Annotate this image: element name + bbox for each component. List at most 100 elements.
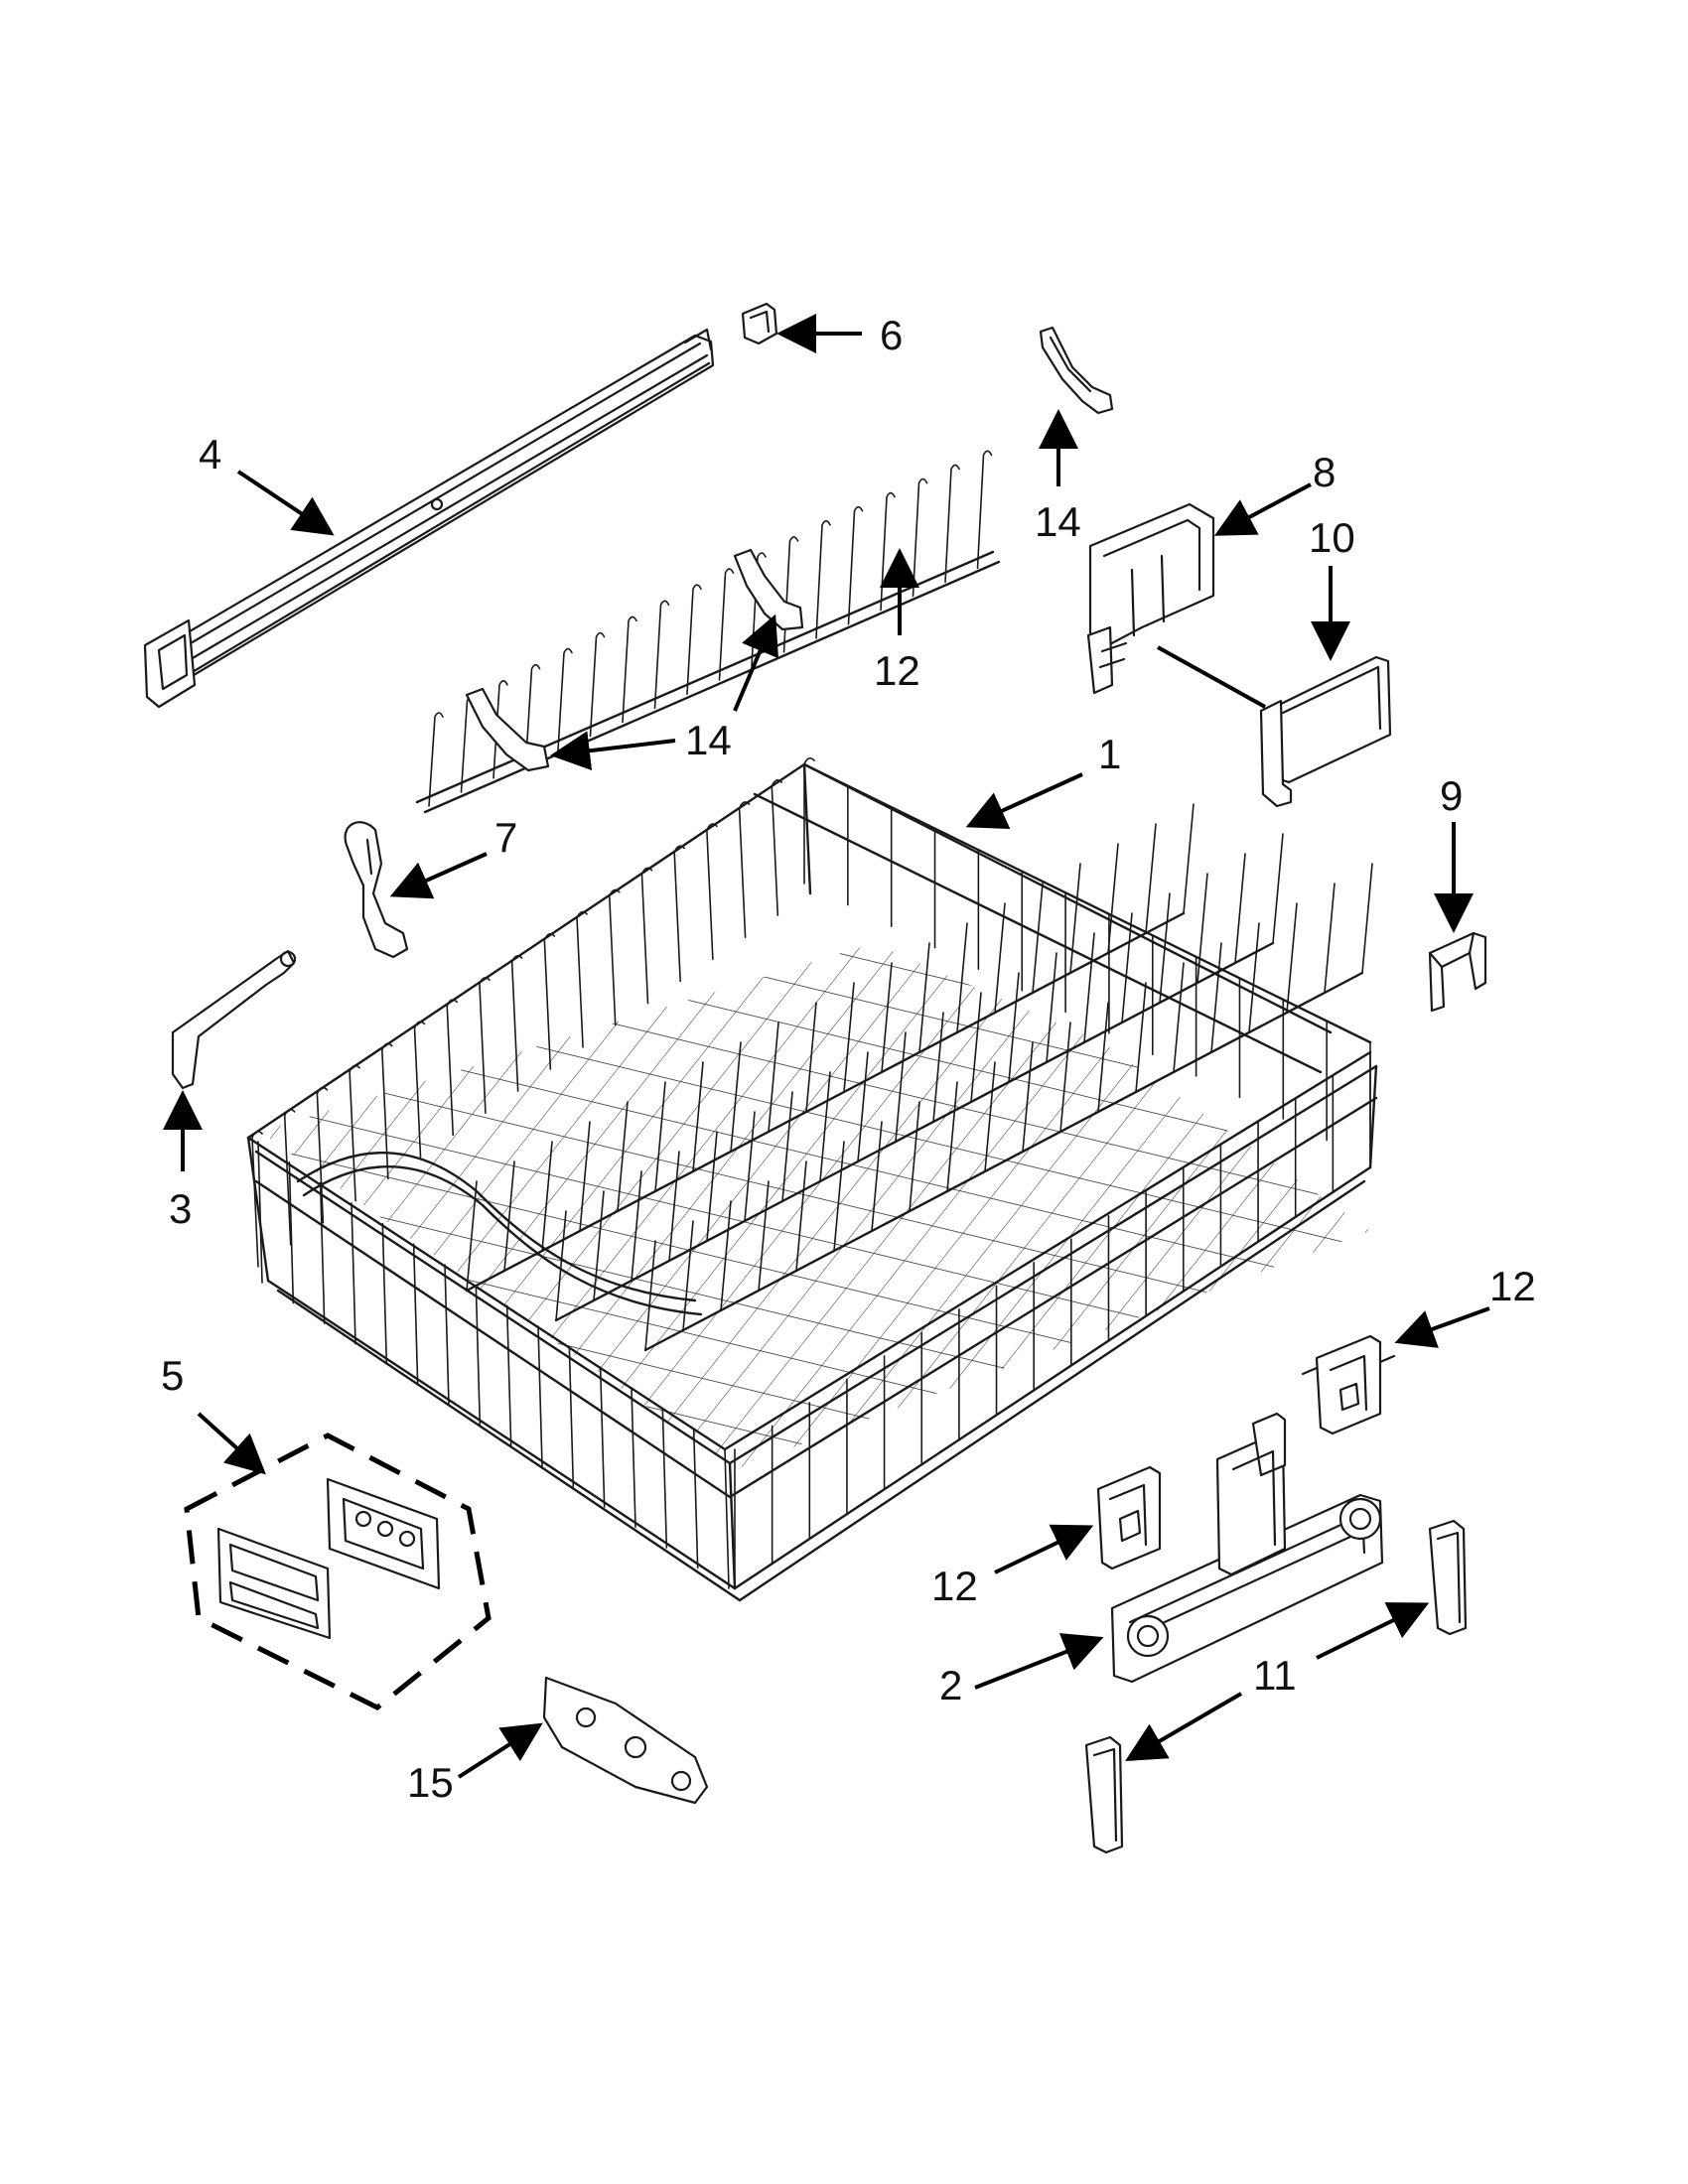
rack-bar-front xyxy=(661,1407,668,1549)
callout-6: 6 xyxy=(880,312,903,358)
leader-12-left xyxy=(994,1524,1094,1574)
callout-3: 3 xyxy=(169,1185,192,1232)
rack-inner-rod xyxy=(554,941,1275,1322)
callout-1: 1 xyxy=(1098,731,1121,777)
rack-bar-front xyxy=(537,1325,543,1467)
tine-spike xyxy=(782,536,799,653)
leader-14-mid-b xyxy=(550,731,676,771)
callout-13: 12 xyxy=(874,647,920,694)
callout-10: 10 xyxy=(1309,514,1355,561)
rack-bar-back xyxy=(543,932,556,1070)
tine-spike xyxy=(880,491,896,612)
leader-14-mid-a xyxy=(733,614,778,712)
adjuster-part-2 xyxy=(1110,1412,1384,1684)
callout-5: 5 xyxy=(161,1352,184,1399)
tine-spike xyxy=(944,464,960,584)
callout-14-top: 14 xyxy=(1035,498,1081,545)
rack-bar-front xyxy=(692,1428,699,1570)
rack-bar-back xyxy=(413,1021,426,1159)
cover-part-10 xyxy=(1259,655,1392,808)
callout-12-left: 12 xyxy=(931,1563,978,1609)
clip-part-7 xyxy=(344,821,409,959)
callout-12-right: 12 xyxy=(1489,1263,1536,1309)
tine-spike xyxy=(492,680,508,779)
rack-bar-front xyxy=(444,1264,450,1406)
tine-spike xyxy=(557,647,573,751)
clip-part-12-right xyxy=(1301,1334,1396,1435)
leader-12-right xyxy=(1394,1306,1490,1348)
leader-5 xyxy=(197,1412,266,1475)
upper-rack-part-1 xyxy=(246,756,1378,1602)
rack-bar-back xyxy=(251,1130,263,1268)
rack-bar-front xyxy=(599,1366,606,1508)
clip-part-9 xyxy=(1428,931,1487,1013)
rack-bar-back xyxy=(673,845,685,983)
rack-inner-tines xyxy=(466,803,1195,1292)
leader-11-right xyxy=(1316,1602,1430,1660)
rack-inner-rod xyxy=(465,911,1186,1293)
tine-spike xyxy=(589,631,606,738)
tine-spike xyxy=(653,600,670,710)
clip-part-14-top xyxy=(1039,326,1114,415)
rack-bar-front xyxy=(288,1160,295,1304)
stop-part-11-right xyxy=(1428,1519,1468,1636)
rack-bar-back xyxy=(771,779,783,916)
rack-bar-front xyxy=(631,1387,636,1529)
callout-15: 15 xyxy=(407,1759,454,1806)
rack-bar-back xyxy=(738,801,751,939)
rack-inner-tines xyxy=(555,833,1284,1321)
rack-bar-back xyxy=(283,1108,296,1246)
leader-11-left xyxy=(1125,1692,1243,1762)
rail-part-4 xyxy=(143,328,715,709)
callout-14-mid: 14 xyxy=(685,717,732,763)
leader-4 xyxy=(236,470,335,536)
tine-spike xyxy=(718,568,735,681)
tine-spike xyxy=(686,584,702,695)
stop-part-11-left xyxy=(1084,1735,1124,1854)
rack-bar-front xyxy=(505,1304,512,1447)
tine-spike xyxy=(976,450,993,570)
rack-bar-back xyxy=(479,977,491,1114)
rack-bar-front xyxy=(319,1181,326,1324)
rack-bar-front xyxy=(568,1345,575,1488)
tine-spike xyxy=(847,505,864,625)
leader-1 xyxy=(965,772,1083,829)
callout-8: 8 xyxy=(1313,449,1336,495)
callout-2: 2 xyxy=(939,1662,962,1708)
rack-bar-front xyxy=(475,1284,482,1427)
tine-spike xyxy=(912,478,928,598)
rack-bar-front xyxy=(381,1222,388,1365)
leader-7 xyxy=(389,852,488,899)
bracket-part-8 xyxy=(1086,502,1215,695)
callout-11: 11 xyxy=(1253,1652,1297,1699)
tine-spike xyxy=(815,520,831,639)
rack-bar-front xyxy=(724,1448,730,1589)
rack-bar-back xyxy=(706,823,718,961)
rack-bar-front xyxy=(351,1202,356,1345)
callouts: 4 6 14 8 10 12 14 1 9 7 3 12 12 2 11 xyxy=(161,312,1536,1806)
leader-8 xyxy=(1213,482,1312,536)
arm-part-3 xyxy=(171,949,297,1090)
callout-4: 4 xyxy=(199,431,221,478)
rack-inner-tines xyxy=(644,863,1373,1351)
rack-bar-back xyxy=(510,955,523,1092)
leader-15 xyxy=(457,1722,543,1779)
clip-part-6 xyxy=(741,302,778,345)
rack-bar-back xyxy=(576,910,588,1048)
assembly-part-5 xyxy=(184,1433,492,1710)
leader-8-to-10 xyxy=(1157,645,1266,709)
tine-spike xyxy=(428,712,444,807)
clip-part-12-left xyxy=(1096,1465,1162,1570)
leader-2 xyxy=(974,1633,1104,1690)
rack-bar-back xyxy=(608,888,621,1026)
rack-bar-back xyxy=(381,1042,393,1180)
rack-bar-back xyxy=(316,1086,329,1224)
callout-9: 9 xyxy=(1440,772,1463,819)
rack-bar-back xyxy=(349,1064,360,1202)
rack-bar-back xyxy=(446,999,459,1137)
tine-spike xyxy=(622,615,637,724)
rack-bar-back xyxy=(803,756,815,894)
rack-inner-rod xyxy=(643,971,1364,1352)
callout-7: 7 xyxy=(494,814,517,861)
